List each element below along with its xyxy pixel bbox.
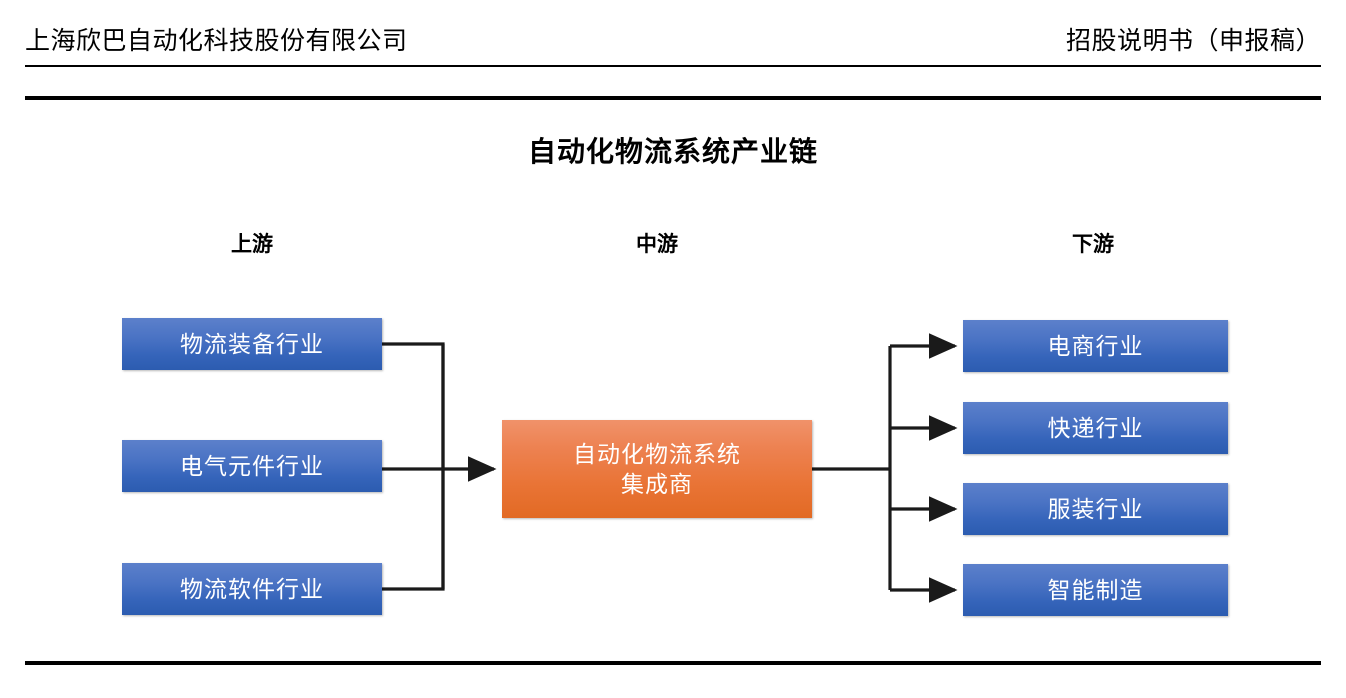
- node-upstream-electrical-components[interactable]: 电气元件行业: [122, 440, 382, 492]
- connector-upstream-3: [382, 469, 445, 591]
- node-label: 智能制造: [1047, 577, 1144, 603]
- node-label: 电商行业: [1047, 333, 1144, 359]
- node-downstream-smart-manufacturing[interactable]: 智能制造: [963, 564, 1228, 616]
- column-label-midstream: 中游: [636, 232, 678, 256]
- node-label: 快递行业: [1047, 415, 1144, 441]
- diagram-title: 自动化物流系统产业链: [527, 136, 818, 167]
- node-label: 物流软件行业: [180, 576, 324, 602]
- node-label: 物流装备行业: [180, 331, 324, 357]
- node-upstream-logistics-software[interactable]: 物流软件行业: [122, 563, 382, 615]
- column-label-downstream: 下游: [1072, 232, 1114, 256]
- header-company-name: 上海欣巴自动化科技股份有限公司: [25, 28, 408, 55]
- connector-upstream-1: [382, 342, 445, 469]
- node-upstream-logistics-equipment[interactable]: 物流装备行业: [122, 318, 382, 370]
- node-label: 电气元件行业: [180, 453, 324, 479]
- column-label-upstream: 上游: [231, 232, 273, 256]
- node-downstream-ecommerce[interactable]: 电商行业: [963, 320, 1228, 372]
- industry-chain-diagram: 自动化物流系统产业链 上游 中游 下游: [0, 104, 1346, 656]
- node-label: 服装行业: [1047, 496, 1144, 522]
- node-downstream-express-delivery[interactable]: 快递行业: [963, 402, 1228, 454]
- node-midstream-system-integrator[interactable]: 自动化物流系统 集成商: [502, 420, 812, 518]
- footer-rule: [25, 661, 1321, 665]
- page-header: 上海欣巴自动化科技股份有限公司 招股说明书（申报稿）: [25, 20, 1321, 64]
- header-document-type: 招股说明书（申报稿）: [1065, 28, 1321, 55]
- node-downstream-apparel[interactable]: 服装行业: [963, 483, 1228, 535]
- node-label-line1: 自动化物流系统: [573, 441, 741, 467]
- header-rule-thick: [25, 96, 1321, 100]
- downstream-connectors: [812, 333, 958, 603]
- node-label-line2: 集成商: [621, 471, 693, 497]
- upstream-connectors: [382, 342, 497, 591]
- header-rule-thin: [25, 65, 1321, 67]
